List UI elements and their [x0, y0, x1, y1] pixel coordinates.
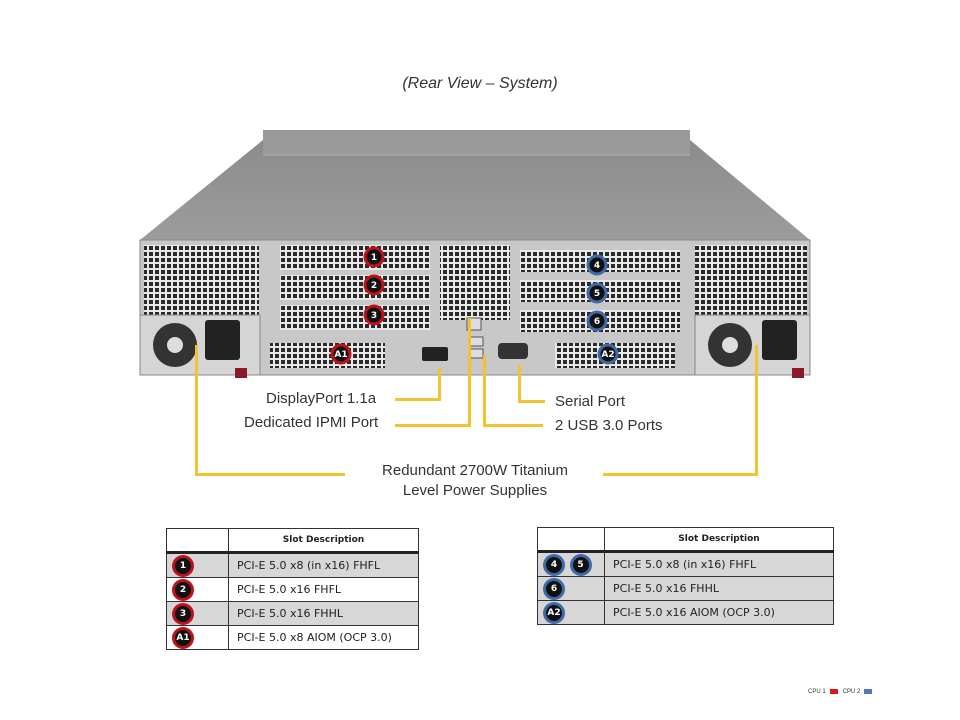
- slot-badge: 2: [175, 581, 191, 598]
- label-usb-ports: 2 USB 3.0 Ports: [555, 417, 663, 434]
- slot-1: [280, 245, 430, 270]
- slot-badge: A2: [546, 604, 562, 621]
- label-serial-port: Serial Port: [555, 393, 626, 410]
- label-ipmi-port: Dedicated IPMI Port: [244, 414, 379, 431]
- figure-title: (Rear View – System): [402, 75, 558, 92]
- svg-text:A2: A2: [601, 350, 614, 360]
- label-displayport: DisplayPort 1.1a: [266, 390, 377, 407]
- chassis-badge-a2: A2: [597, 343, 619, 365]
- svg-text:6: 6: [594, 317, 600, 327]
- callout-line-psu-right: [755, 345, 758, 475]
- chassis-badge-5: 5: [586, 282, 608, 304]
- table-header: Slot Description: [228, 528, 419, 554]
- slot-badge: A1: [175, 629, 191, 646]
- legend-cpu2-label: CPU 2: [842, 689, 861, 696]
- callout-line-ipmi: [468, 318, 471, 426]
- slot-badge: 5: [572, 556, 589, 573]
- svg-text:2: 2: [371, 281, 377, 291]
- chassis-badge-4: 4: [586, 254, 608, 276]
- right-vent: [695, 245, 807, 315]
- legend-cpu1-label: CPU 1: [808, 689, 826, 696]
- slot-badge: 6: [546, 580, 562, 597]
- chassis-badge-a1: A1: [330, 343, 352, 365]
- chassis-badge-2: 2: [363, 274, 385, 296]
- svg-text:4: 4: [594, 261, 600, 271]
- svg-text:A1: A1: [334, 350, 347, 360]
- slot-2: [280, 275, 430, 300]
- svg-text:3: 3: [371, 311, 377, 321]
- chassis-lid: [140, 130, 810, 240]
- svg-text:5: 5: [594, 289, 600, 299]
- legend-cpu2-swatch: [864, 689, 873, 694]
- svg-text:1: 1: [371, 253, 377, 263]
- aiom-a1: [270, 343, 385, 368]
- legend-cpu1-swatch: [829, 689, 838, 694]
- chassis-badge-6: 6: [586, 310, 608, 332]
- callout-line-serial: [518, 365, 521, 403]
- label-psu-line2: Level Power Supplies: [402, 482, 548, 499]
- center-vent: [440, 245, 510, 320]
- serial-connector: [498, 343, 528, 359]
- chassis-badge-3: 3: [363, 304, 385, 326]
- slot-badge: 4: [546, 556, 562, 573]
- usb-connector: [468, 336, 484, 347]
- slot-3: [280, 305, 430, 330]
- table-header: Slot Description: [604, 527, 834, 553]
- server-rear-illustration: 1 2 3 A1 4 5 6 A2: [139, 130, 811, 378]
- callout-line-psu-left: [195, 345, 198, 475]
- cpu-legend: CPU 1 CPU 2: [808, 689, 873, 696]
- displayport-connector: [422, 347, 448, 361]
- slot-badge: 1: [175, 557, 191, 574]
- slot-badge: 3: [175, 605, 191, 622]
- label-psu-line1: Redundant 2700W Titanium: [382, 462, 568, 479]
- left-vent: [144, 245, 259, 315]
- chassis-badge-1: 1: [363, 246, 385, 268]
- callout-line-displayport: [438, 368, 441, 400]
- callout-line-usb: [483, 355, 486, 426]
